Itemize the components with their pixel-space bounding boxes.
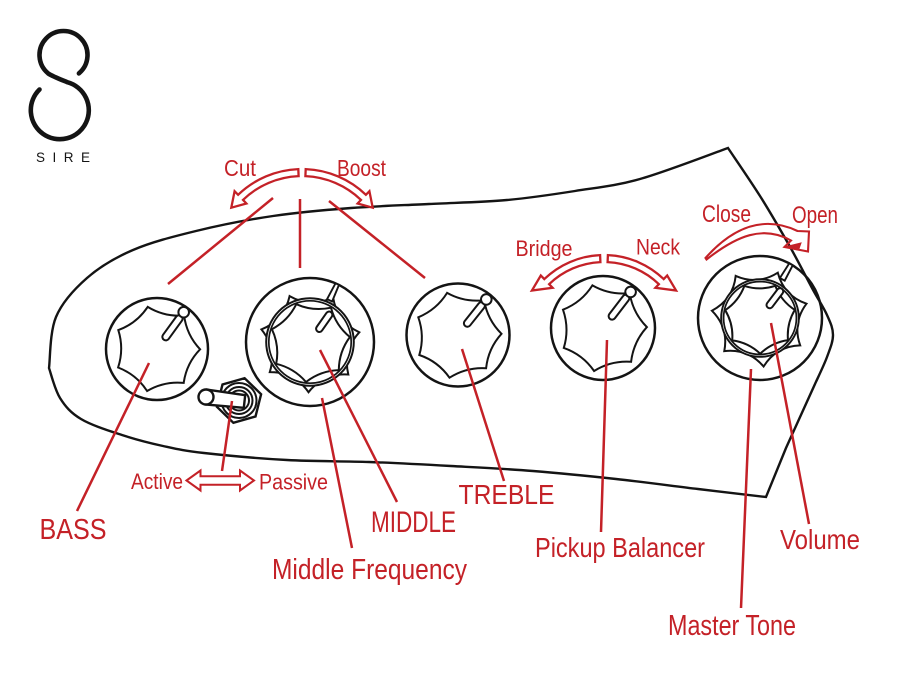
svg-text:Neck: Neck	[636, 235, 681, 260]
svg-text:Volume: Volume	[780, 524, 860, 555]
svg-text:Pickup Balancer: Pickup Balancer	[535, 532, 705, 563]
svg-text:Active: Active	[131, 469, 183, 494]
svg-text:Bridge: Bridge	[516, 236, 573, 261]
svg-text:Boost: Boost	[337, 155, 386, 181]
svg-text:MIDDLE: MIDDLE	[371, 506, 456, 539]
svg-text:Passive: Passive	[259, 470, 328, 495]
svg-text:Open: Open	[792, 202, 838, 229]
svg-text:Close: Close	[702, 201, 751, 228]
svg-text:TREBLE: TREBLE	[459, 479, 555, 510]
svg-text:Middle Frequency: Middle Frequency	[272, 554, 467, 586]
svg-text:SIRE: SIRE	[36, 150, 98, 165]
svg-text:Master Tone: Master Tone	[668, 610, 796, 642]
svg-text:BASS: BASS	[40, 514, 107, 546]
svg-text:Cut: Cut	[224, 155, 257, 181]
